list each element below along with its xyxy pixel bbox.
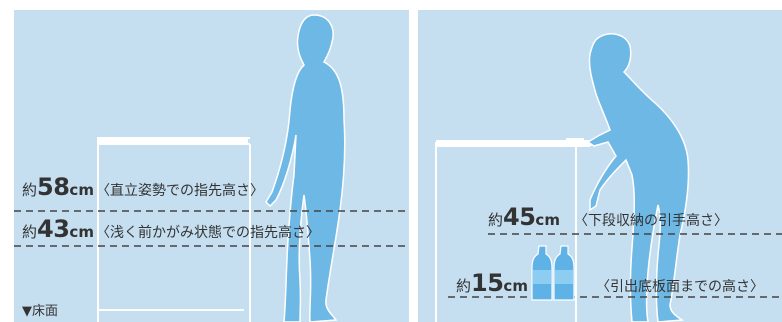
measure-unit: cm [69, 181, 94, 199]
measure-value: 43 [37, 215, 70, 243]
measure-unit: cm [503, 277, 528, 295]
measure-desc: 〈下段収納の引手高さ〉 [573, 213, 728, 229]
measure-value: 58 [37, 173, 70, 201]
measure-desc: 〈浅く前かがみ状態での指先高さ〉 [95, 225, 320, 241]
measure-45-label: 約 45 cm 〈下段収納の引手高さ〉 [488, 203, 728, 231]
measure-prefix: 約 [22, 223, 38, 241]
measure-desc: 〈直立姿勢での指先高さ〉 [95, 183, 264, 199]
bending-person [586, 33, 690, 322]
measure-prefix: 約 [22, 181, 38, 199]
left-illustration [14, 14, 409, 322]
measure-15-label: 約 15 cm 〈引出底板面までの高さ〉 [456, 269, 764, 297]
left-panel: 約 58 cm 〈直立姿勢での指先高さ〉 約 43 cm 〈浅く前かがみ状態での… [14, 10, 409, 322]
right-illustration [435, 33, 782, 322]
measure-desc: 〈引出底板面までの高さ〉 [595, 279, 764, 295]
water-bottles [531, 245, 575, 301]
standing-person [265, 14, 346, 322]
measure-value: 45 [503, 203, 536, 231]
measure-prefix: 約 [488, 211, 504, 229]
right-panel: 約 45 cm 〈下段収納の引手高さ〉 約 15 cm 〈引出底板面までの高さ〉 [418, 10, 782, 322]
cabinet-outline [435, 138, 592, 322]
cabinet-outline [97, 137, 251, 322]
measure-43-label: 約 43 cm 〈浅く前かがみ状態での指先高さ〉 [22, 215, 320, 243]
floor-label: ▼床面 [22, 304, 58, 319]
measure-unit: cm [69, 223, 94, 241]
measure-unit: cm [535, 211, 560, 229]
measure-58-label: 約 58 cm 〈直立姿勢での指先高さ〉 [22, 173, 264, 201]
measure-prefix: 約 [456, 277, 472, 295]
measure-value: 15 [471, 269, 504, 297]
